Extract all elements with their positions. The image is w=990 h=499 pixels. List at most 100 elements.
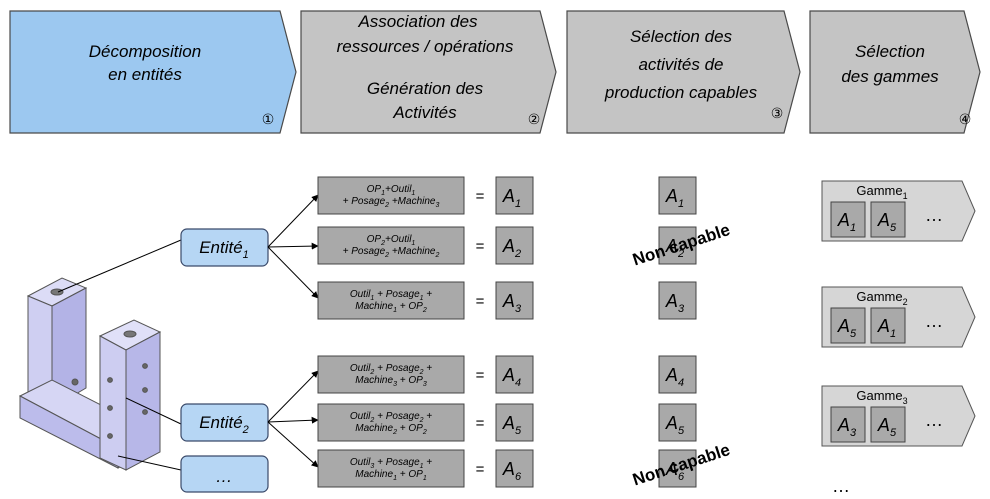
combination-row: OP2+Outil1+ Posage2 +Machine2 = A2 A2	[317, 226, 697, 265]
combination-text-line: Machine3 + OP3	[355, 375, 427, 388]
step-3-line-3: production capables	[604, 83, 758, 102]
equals-sign: =	[476, 188, 485, 205]
step-2-number: ②	[528, 112, 541, 128]
combination-text-line: + Posage2 +Machine3	[343, 196, 440, 209]
step-1-line-2: en entités	[108, 65, 182, 84]
entity-3-label: …	[216, 467, 233, 486]
activity-label: A3	[502, 291, 522, 315]
combination-text-line: Machine2 + OP2	[355, 423, 427, 436]
combination-text-line: Outil2 + Posage2 +	[350, 411, 432, 424]
entity-2-label: Entité2	[199, 413, 249, 436]
step-1-chevron	[9, 10, 297, 134]
entity-3-box	[180, 455, 269, 493]
step-4-line-2: des gammes	[841, 67, 939, 86]
step-1-line-1: Décomposition	[89, 42, 201, 61]
step-4-chevron	[809, 10, 981, 134]
entity-3: …	[180, 455, 269, 493]
step-2-line-2: ressources / opérations	[337, 37, 514, 56]
activity-label: A1	[502, 186, 521, 210]
equals-sign: =	[476, 367, 485, 384]
part-to-entity-2-line	[125, 397, 182, 425]
equals-sign: =	[476, 238, 485, 255]
selected-activity-label: A2	[665, 236, 684, 260]
selected-activity-label: A3	[665, 291, 685, 315]
gamme-activity-box	[870, 406, 906, 443]
capable-activity-box	[658, 355, 697, 394]
combination-text-line: Outil3 + Posage1 +	[350, 457, 432, 470]
combination-box	[317, 226, 465, 265]
part-to-entity-1-line	[57, 239, 182, 293]
gamme-more: …	[925, 410, 943, 430]
capable-activity-box	[658, 281, 697, 320]
step-2-line-3: Génération des	[367, 79, 484, 98]
step-2-chevron	[300, 10, 557, 134]
gamme-more: …	[925, 205, 943, 225]
step-2: Association des ressources / opérations …	[300, 10, 557, 134]
step-1: Décomposition en entités ①	[9, 10, 297, 134]
arrow-e2-c4	[267, 370, 319, 423]
gamme-more: …	[925, 311, 943, 331]
step-2-line-4: Activités	[392, 103, 457, 122]
gamme-activity-label: A5	[877, 415, 897, 439]
equals-sign: =	[476, 461, 485, 478]
activity-box	[495, 355, 534, 394]
combination-text-line: Outil2 + Posage2 +	[350, 363, 432, 376]
gamme-activity-box	[830, 307, 866, 344]
gammes-more: …	[832, 476, 850, 496]
step-4-number: ④	[959, 112, 972, 128]
capable-activity-box	[658, 176, 697, 215]
entity-1-label: Entité1	[199, 238, 249, 261]
step-3-line-2: activités de	[638, 55, 723, 74]
gamme-label: Gamme1	[856, 183, 907, 201]
gamme-activity-box	[870, 201, 906, 238]
gamme-activity-box	[870, 307, 906, 344]
combination-text-line: Outil1 + Posage1 +	[350, 289, 432, 302]
gamme-activity-label: A5	[837, 316, 857, 340]
combination-text-line: Machine1 + OP2	[355, 301, 427, 314]
equals-sign: =	[476, 293, 485, 310]
non-capable-activity-box	[658, 226, 697, 265]
gamme-label: Gamme2	[856, 289, 907, 307]
non-capable-activity-box	[658, 449, 697, 488]
combination-row: OP1+Outil1+ Posage2 +Machine3 = A1 A1	[317, 176, 697, 215]
selected-activity-label: A6	[665, 459, 685, 483]
step-4-line-1: Sélection	[855, 42, 925, 61]
selected-activity-label: A1	[665, 186, 684, 210]
arrow-e1-c1	[267, 194, 319, 248]
activity-label: A4	[502, 365, 521, 389]
step-4: Sélection des gammes ④	[809, 10, 981, 134]
part-to-entity-3-line	[117, 455, 182, 471]
combination-row: Outil1 + Posage1 +Machine1 + OP2 = A3 A3	[317, 281, 697, 320]
gamme-activity-label: A5	[877, 210, 897, 234]
selected-activity-label: A4	[665, 365, 684, 389]
entity-1: Entité1	[180, 228, 269, 267]
combination-row: Outil2 + Posage2 +Machine3 + OP3 = A4 A4	[317, 355, 697, 394]
combination-box	[317, 449, 465, 488]
activity-box	[495, 281, 534, 320]
activity-box	[495, 449, 534, 488]
step-1-number: ①	[262, 112, 275, 128]
gamme-label: Gamme3	[856, 388, 907, 406]
combination-text-line: OP2+Outil1	[367, 234, 416, 247]
arrow-e1-c2	[267, 242, 319, 250]
gamme-activity-box	[830, 201, 866, 238]
entity-arrows	[267, 194, 319, 468]
mechanical-part-illustration	[18, 277, 162, 471]
activity-label: A2	[502, 236, 521, 260]
activity-box	[495, 403, 534, 442]
gamme-activity-box	[830, 406, 866, 443]
arrow-e2-c6	[267, 421, 319, 468]
equals-sign: =	[476, 415, 485, 432]
step-3-number: ③	[771, 106, 784, 122]
selected-activity-label: A5	[665, 413, 685, 437]
combination-text-line: OP1+Outil1	[367, 184, 416, 197]
step-2-line-1: Association des	[357, 12, 478, 31]
step-3-line-1: Sélection des	[630, 27, 733, 46]
activity-label: A5	[502, 413, 522, 437]
combination-box	[317, 403, 465, 442]
combination-text-line: + Posage2 +Machine2	[343, 246, 440, 259]
